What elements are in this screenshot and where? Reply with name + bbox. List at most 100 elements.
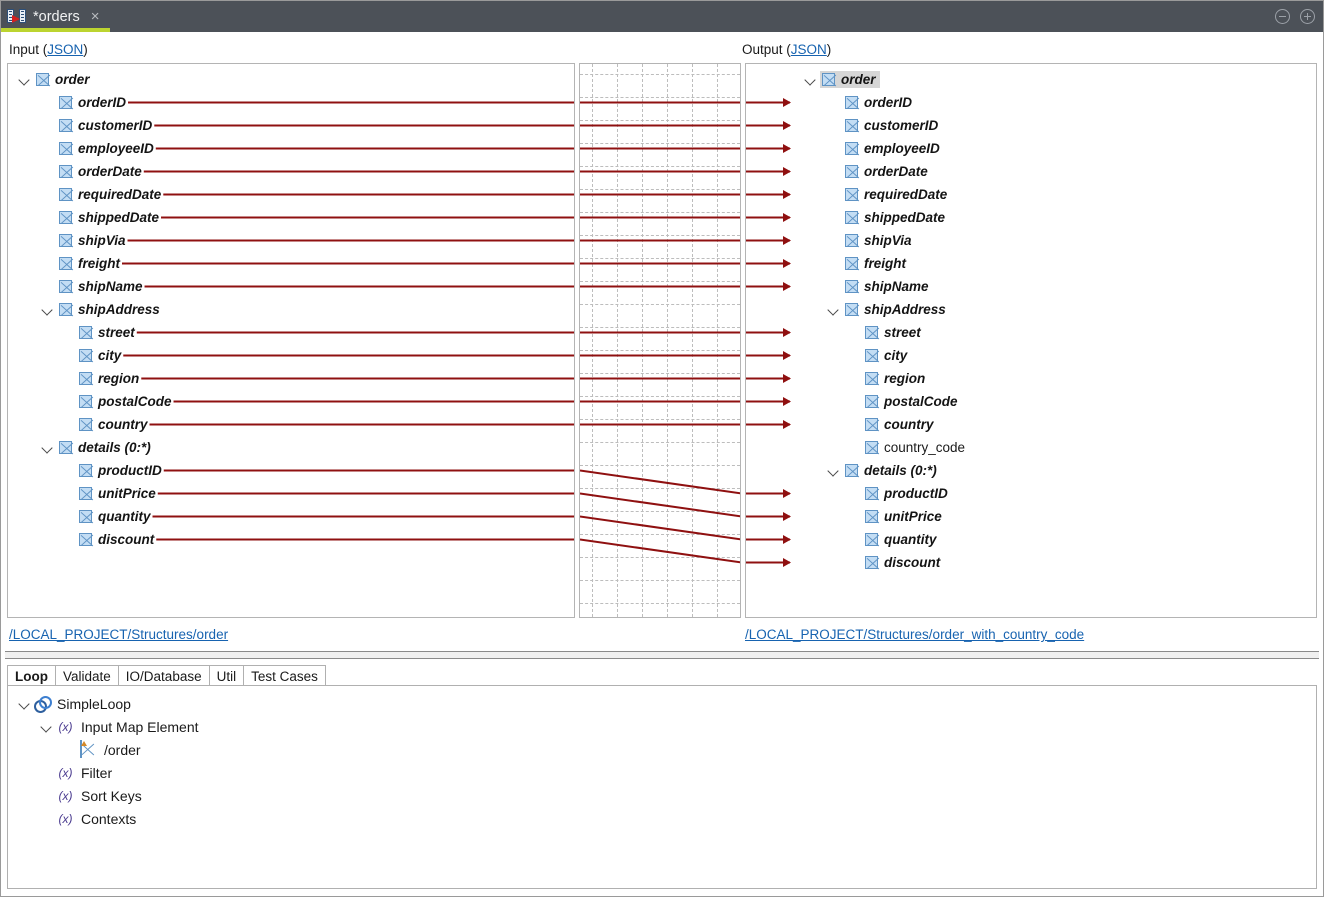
- input-tree-row[interactable]: street: [61, 321, 139, 344]
- input-tree-row[interactable]: unitPrice: [61, 482, 160, 505]
- loop-tree-row[interactable]: (x)Input Map Element: [40, 715, 199, 738]
- input-json-link[interactable]: JSON: [47, 42, 84, 57]
- output-tree-row[interactable]: region: [847, 367, 929, 390]
- schema-element-icon: [79, 395, 92, 408]
- output-tree-row[interactable]: street: [847, 321, 925, 344]
- input-tree-row[interactable]: quantity: [61, 505, 155, 528]
- tab-test-cases[interactable]: Test Cases: [243, 665, 326, 687]
- tree-spacer: [41, 165, 54, 178]
- output-tree-row[interactable]: order: [804, 68, 880, 91]
- tree-node-label: street: [884, 325, 921, 340]
- mapping-grid-panel[interactable]: [579, 63, 741, 618]
- editor-tab-orders[interactable]: *orders ×: [1, 1, 110, 32]
- tree-node-label: region: [884, 371, 926, 386]
- mapping-arrow-discount: [783, 558, 791, 567]
- output-tree-row[interactable]: orderDate: [827, 160, 932, 183]
- tab-io-database[interactable]: IO/Database: [117, 665, 210, 687]
- tree-node-label: postalCode: [98, 394, 172, 409]
- input-tree-row[interactable]: shippedDate: [41, 206, 163, 229]
- output-tree-row[interactable]: shipName: [827, 275, 933, 298]
- input-tree-row[interactable]: country: [61, 413, 152, 436]
- minimize-icon[interactable]: [1275, 9, 1290, 24]
- input-tree-row[interactable]: details (0:*): [41, 436, 155, 459]
- output-tree-row[interactable]: quantity: [847, 528, 941, 551]
- input-tree-row[interactable]: discount: [61, 528, 158, 551]
- output-tree-row[interactable]: productID: [847, 482, 952, 505]
- output-tree-row[interactable]: details (0:*): [827, 459, 941, 482]
- input-tree-row[interactable]: shipAddress: [41, 298, 164, 321]
- output-tree-row[interactable]: customerID: [827, 114, 942, 137]
- loop-tree-row[interactable]: (x)Filter: [40, 761, 113, 784]
- chevron-down-icon[interactable]: [40, 720, 53, 733]
- grid-line-vertical: [592, 64, 593, 617]
- chevron-down-icon[interactable]: [804, 73, 817, 86]
- input-tree-row[interactable]: shipVia: [41, 229, 130, 252]
- input-tree-row[interactable]: requiredDate: [41, 183, 165, 206]
- input-tree-row[interactable]: region: [61, 367, 143, 390]
- output-tree-row[interactable]: postalCode: [847, 390, 962, 413]
- tree-row-content: country: [863, 416, 938, 433]
- grid-line-horizontal: [580, 304, 740, 305]
- schema-element-icon: [79, 533, 92, 546]
- loop-detail-pane[interactable]: SimpleLoop(x)Input Map Element/order(x)F…: [7, 686, 1317, 889]
- schema-element-icon: [865, 418, 878, 431]
- tree-row-content: orderID: [57, 94, 130, 111]
- tree-spacer: [41, 234, 54, 247]
- input-tree-row[interactable]: orderID: [41, 91, 130, 114]
- tab-util[interactable]: Util: [208, 665, 245, 687]
- tab-validate[interactable]: Validate: [55, 665, 119, 687]
- output-tree-row[interactable]: employeeID: [827, 137, 944, 160]
- input-tree-row[interactable]: orderDate: [41, 160, 146, 183]
- input-tree-row[interactable]: customerID: [41, 114, 156, 137]
- tree-row-content: unitPrice: [863, 508, 946, 525]
- output-tree-row[interactable]: shippedDate: [827, 206, 949, 229]
- output-tree-row[interactable]: country: [847, 413, 938, 436]
- maximize-icon[interactable]: [1300, 9, 1315, 24]
- input-tree-row[interactable]: productID: [61, 459, 166, 482]
- schema-element-icon: [865, 349, 878, 362]
- input-tree-row[interactable]: postalCode: [61, 390, 176, 413]
- input-tree-row[interactable]: city: [61, 344, 125, 367]
- output-tree-row[interactable]: shipVia: [827, 229, 916, 252]
- chevron-down-icon[interactable]: [827, 303, 840, 316]
- loop-tree-row[interactable]: (x) Sort Keys: [40, 784, 142, 807]
- tree-row-content: employeeID: [843, 140, 944, 157]
- input-tree-row[interactable]: shipName: [41, 275, 147, 298]
- chevron-down-icon[interactable]: [18, 697, 31, 710]
- chevron-down-icon[interactable]: [18, 73, 31, 86]
- loop-tree-row[interactable]: (x)Contexts: [40, 807, 137, 830]
- output-structure-path-link[interactable]: /LOCAL_PROJECT/Structures/order_with_cou…: [745, 627, 1085, 642]
- loop-tree-label: Sort Keys: [81, 787, 142, 804]
- tree-spacer: [827, 188, 840, 201]
- grid-line-horizontal: [580, 603, 740, 604]
- output-tree-row[interactable]: unitPrice: [847, 505, 946, 528]
- tree-spacer: [41, 211, 54, 224]
- loop-tree-row[interactable]: SimpleLoop: [18, 692, 131, 715]
- input-structure-path-link[interactable]: /LOCAL_PROJECT/Structures/order: [9, 627, 229, 642]
- tree-row-content: quantity: [77, 508, 155, 525]
- chevron-down-icon[interactable]: [41, 303, 54, 316]
- function-x-icon: (x): [58, 788, 73, 803]
- output-tree-row[interactable]: discount: [847, 551, 944, 574]
- close-icon[interactable]: ×: [90, 8, 100, 25]
- output-tree-row[interactable]: shipAddress: [827, 298, 950, 321]
- chevron-down-icon[interactable]: [41, 441, 54, 454]
- output-tree-row[interactable]: country_code: [847, 436, 969, 459]
- output-tree-row[interactable]: requiredDate: [827, 183, 951, 206]
- horizontal-splitter[interactable]: [5, 651, 1319, 659]
- output-json-link[interactable]: JSON: [790, 42, 827, 57]
- input-tree-row[interactable]: freight: [41, 252, 124, 275]
- schema-element-icon: [59, 211, 72, 224]
- output-tree-row[interactable]: city: [847, 344, 911, 367]
- loop-tree-row[interactable]: /order: [64, 738, 141, 761]
- tab-loop[interactable]: Loop: [7, 665, 56, 687]
- chevron-down-icon[interactable]: [827, 464, 840, 477]
- grid-line-horizontal: [580, 511, 740, 512]
- input-tree-row[interactable]: order: [18, 68, 94, 91]
- output-tree-row[interactable]: freight: [827, 252, 910, 275]
- input-tree-row[interactable]: employeeID: [41, 137, 158, 160]
- output-tree-row[interactable]: orderID: [827, 91, 916, 114]
